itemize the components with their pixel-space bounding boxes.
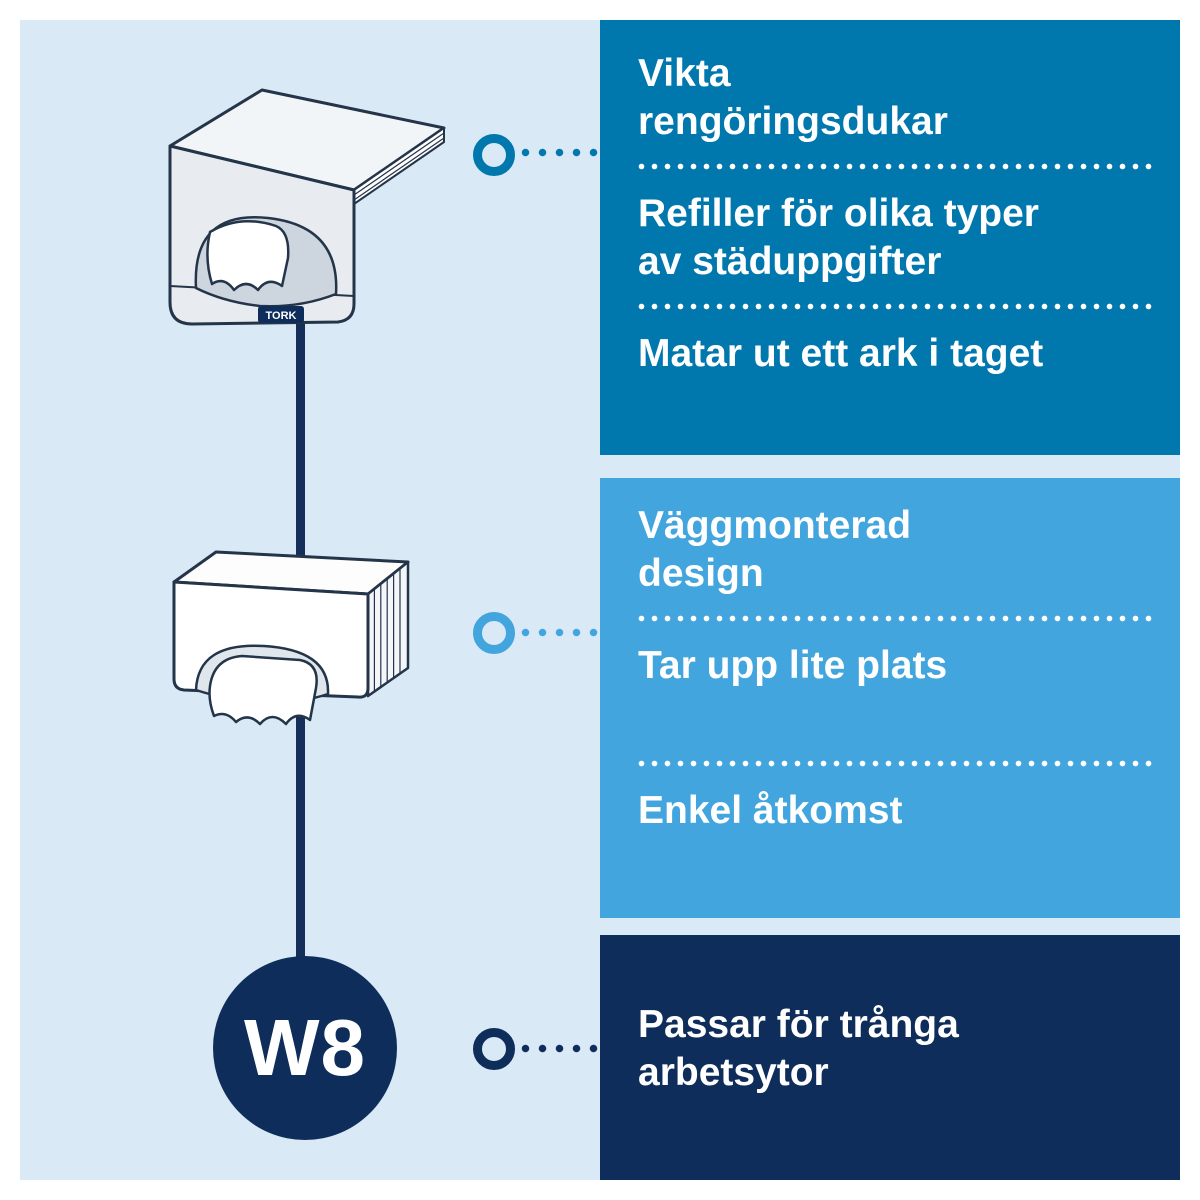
dotted-separator <box>638 163 1158 171</box>
wall-dispenser-illustration-middle <box>172 550 410 726</box>
connector-ring-icon <box>473 1028 515 1070</box>
feature-text: Enkel åtkomst <box>638 788 903 832</box>
connector-ring-icon <box>473 612 515 654</box>
feature-text: Tar upp lite plats <box>638 644 948 688</box>
feature-panel-middle: Väggmonterad design Tar upp lite plats E… <box>600 478 1180 918</box>
feature-panel-top: Vikta rengöringsdukar Refiller för olika… <box>600 20 1180 455</box>
feature-panel-bottom: Passar för trånga arbetsytor <box>600 935 1180 1180</box>
dotted-separator <box>638 759 1158 767</box>
dotted-leader-line <box>521 628 601 637</box>
dotted-leader-line <box>521 1044 601 1053</box>
feature-text: Matar ut ett ark i taget <box>638 332 1044 376</box>
dotted-separator <box>638 303 1158 311</box>
tork-logo-plate <box>258 306 304 323</box>
connector-ring-icon <box>473 134 515 176</box>
dotted-leader-line <box>521 148 601 157</box>
feature-text: Vikta rengöringsdukar <box>638 52 948 143</box>
feature-text: Väggmonterad design <box>638 504 912 595</box>
tork-logo: TORK <box>266 310 297 322</box>
dotted-separator <box>638 615 1158 623</box>
wipe-sheet <box>206 220 290 292</box>
wall-dispenser-illustration-top: TORK <box>168 88 446 326</box>
system-badge-w8: W8 <box>213 956 397 1140</box>
feature-text: Passar för trånga arbetsytor <box>638 1003 959 1094</box>
system-badge-label: W8 <box>244 1003 366 1092</box>
wipe-sheet <box>208 654 318 726</box>
feature-text: Refiller för olika typer av städuppgifte… <box>638 192 1039 283</box>
